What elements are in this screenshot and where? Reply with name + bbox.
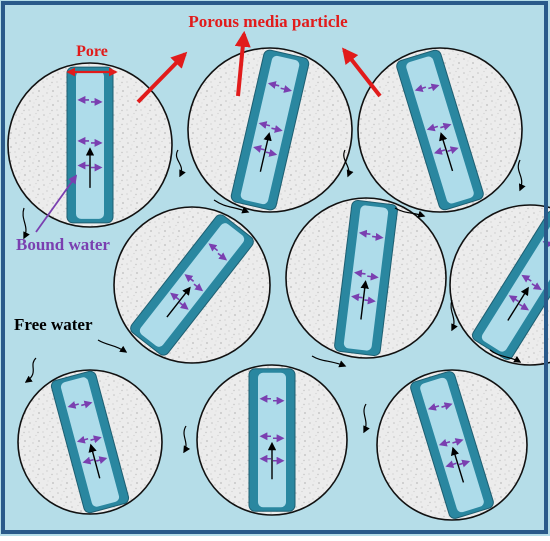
particle-outline	[17, 369, 163, 515]
particle-outline	[187, 47, 353, 213]
bound-water-arrow	[521, 274, 532, 283]
bound-water-arrow	[353, 269, 366, 278]
pore-flow-arrow	[450, 446, 465, 483]
free-water-arrows-layer	[22, 149, 526, 454]
pore-label: Pore	[76, 43, 108, 60]
bound-water-arrow	[428, 83, 440, 92]
porous-media-particle	[376, 369, 528, 521]
bound-water-arrow	[452, 438, 464, 446]
pore-flow-arrow	[88, 443, 101, 479]
bound-water-arrow	[208, 243, 219, 252]
free-water-arrow	[450, 299, 458, 332]
bound-water-arrow	[358, 229, 371, 238]
bound-water-arrow	[531, 282, 542, 290]
porous-media-particle	[357, 47, 523, 213]
bound-water-arrow	[179, 301, 189, 310]
bound-water-arrow	[458, 459, 471, 468]
bound-water-arrow	[433, 147, 446, 155]
free-water-arrow	[183, 425, 191, 454]
bound-water-arrow	[445, 460, 457, 469]
free-water-arrow	[24, 357, 37, 383]
free-water-arrow	[22, 207, 30, 240]
bound-water-arrow	[265, 149, 278, 157]
bound-water-arrow	[67, 401, 79, 409]
pore-flow-arrow	[166, 286, 191, 318]
bound-water-arrow	[258, 121, 271, 129]
bound-water-arrow	[372, 232, 384, 241]
particle-pointer-arrow	[342, 47, 382, 98]
free-water-arrow	[343, 149, 354, 178]
porous-media-particle	[196, 364, 348, 516]
frame-border	[1, 1, 548, 534]
particles-layer	[7, 47, 550, 521]
particle-outline	[196, 364, 348, 516]
bound-water-arrow	[427, 403, 440, 411]
porous-media-particle	[7, 62, 173, 228]
bound-water-arrow	[280, 85, 292, 93]
bound-water-arrow	[95, 456, 108, 464]
free-water-arrow	[363, 403, 370, 434]
bound-water-arrow	[184, 274, 195, 283]
particle-outline	[376, 369, 528, 521]
free-water-arrow	[97, 339, 128, 353]
pore-channel	[420, 377, 484, 513]
bound-water-pointer-arrow	[35, 174, 78, 233]
pore-channel	[258, 372, 286, 508]
particle-outline	[357, 47, 523, 213]
bound-water-arrow	[253, 145, 265, 153]
free-water-label: Free water	[14, 315, 93, 334]
bound-water-arrow	[170, 292, 180, 301]
bound-water-arrow	[440, 122, 452, 131]
bound-water-arrow	[364, 296, 376, 305]
porous-media-particle	[187, 47, 353, 213]
free-water-arrow	[311, 355, 347, 368]
pore-channel	[481, 218, 550, 352]
bound-water-arrow	[82, 456, 94, 465]
bound-water-arrow	[441, 402, 453, 410]
bound-water-arrow	[193, 283, 204, 292]
bound-water-arrow	[414, 84, 427, 93]
bound-water-arrow	[76, 435, 89, 444]
bound-water-arrow	[508, 295, 519, 303]
bound-water-arrow	[217, 252, 228, 261]
particle-pointer-arrow	[234, 30, 251, 97]
pore-channel	[406, 56, 474, 204]
free-water-arrow	[517, 159, 526, 192]
particle-outline	[449, 204, 550, 366]
pore-flow-arrow	[360, 280, 369, 320]
bound-water-arrow	[271, 125, 283, 133]
bound-water-arrow	[267, 81, 280, 89]
bound-water-arrow	[518, 302, 530, 311]
free-water-arrow	[489, 349, 522, 363]
particle-pointer-arrow	[136, 51, 188, 104]
free-water-arrow	[394, 207, 426, 218]
pore-channel	[76, 71, 104, 219]
bound-water-arrow	[438, 438, 451, 447]
pore-channel	[343, 205, 389, 351]
pore-flow-arrow	[507, 286, 529, 321]
particle-outline	[285, 197, 447, 359]
bound-water-arrow	[90, 435, 102, 444]
annotations-layer	[35, 30, 382, 233]
bound-water-arrow	[351, 293, 363, 302]
particle-outline	[113, 206, 271, 364]
pore-flow-arrow	[259, 132, 272, 172]
porous-media-particle-label: Porous media particle	[188, 12, 348, 31]
particle-outline	[7, 62, 173, 228]
bound-water-arrow	[81, 400, 93, 409]
bound-water-label: Bound water	[16, 235, 110, 254]
bound-water-arrow	[426, 123, 439, 132]
pore-flow-arrow	[439, 132, 454, 172]
bound-water-arrow	[367, 272, 379, 281]
porous-media-particle	[285, 197, 447, 359]
pore-channel	[60, 377, 120, 507]
free-water-arrow	[176, 149, 186, 178]
free-water-arrow	[213, 199, 250, 214]
bound-water-arrow	[447, 146, 459, 154]
porous-media-particle	[113, 206, 271, 364]
porous-media-particle	[17, 369, 163, 515]
